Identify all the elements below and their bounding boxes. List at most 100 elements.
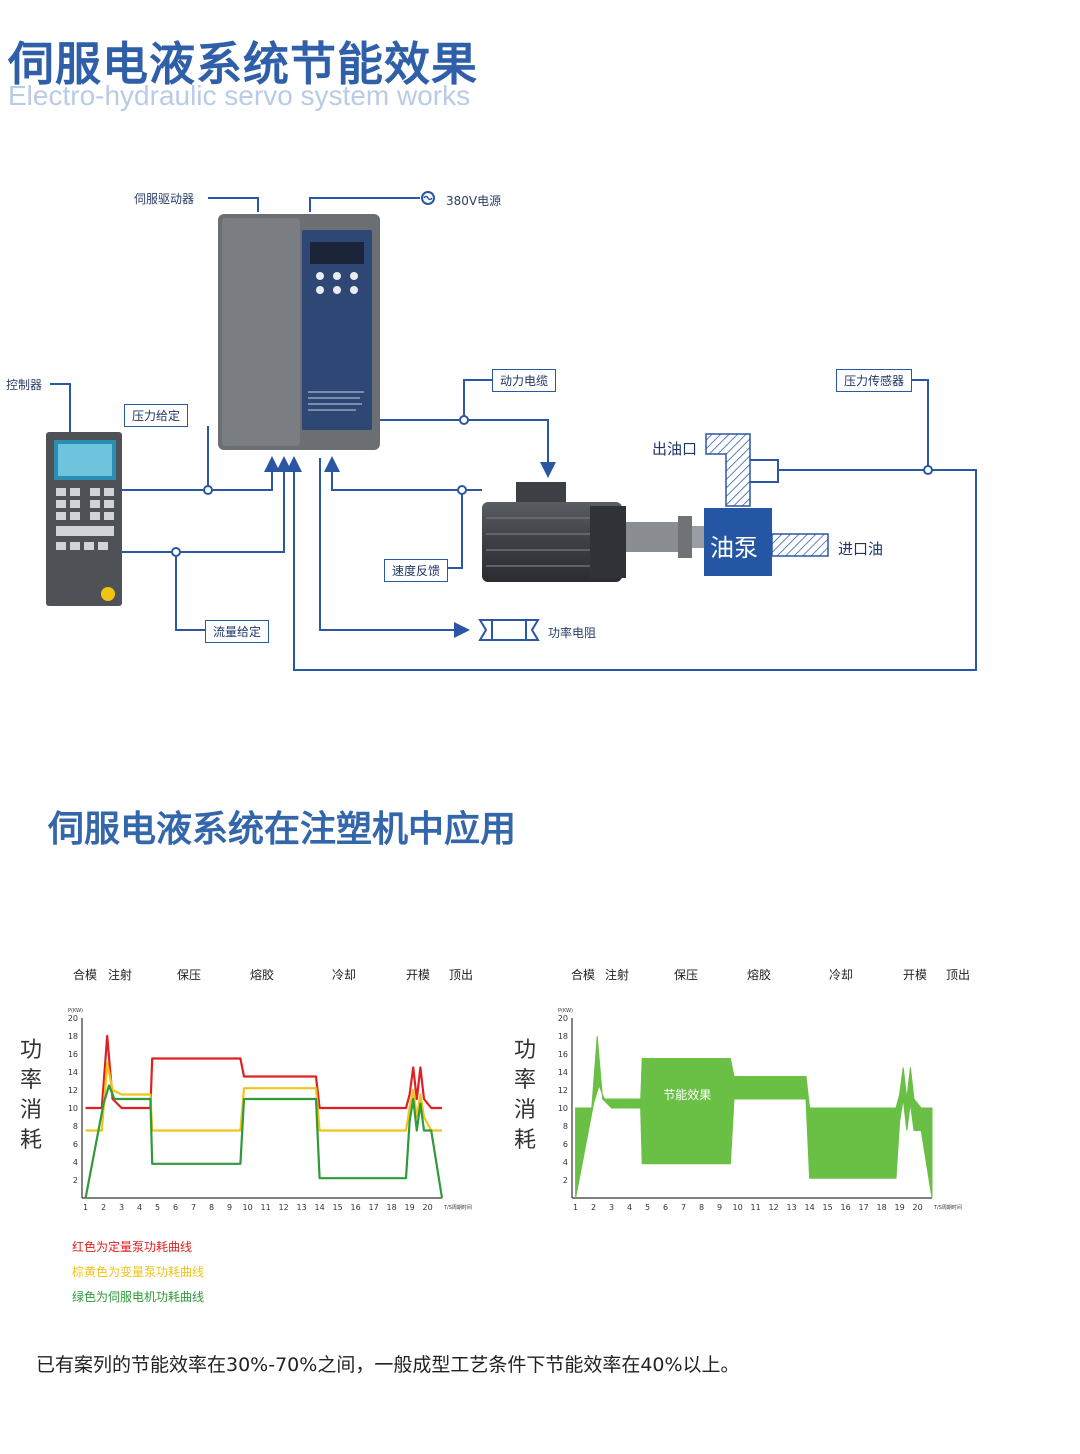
x-tick-label: 7	[681, 1203, 686, 1212]
x-unit-label: T/S周期时间	[443, 1204, 472, 1211]
phase-label: 合模	[571, 968, 596, 982]
x-tick-label: 6	[173, 1203, 178, 1212]
servo-motor	[482, 482, 706, 582]
x-tick-label: 4	[137, 1203, 142, 1212]
x-tick-label: 9	[717, 1203, 722, 1212]
phase-label: 保压	[674, 968, 699, 982]
legend-green: 绿色为伺服电机功耗曲线	[72, 1290, 205, 1304]
y-tick-label: 2	[73, 1176, 78, 1185]
ylabel-char: 耗	[19, 1128, 42, 1153]
phase-label: 顶出	[946, 968, 971, 982]
series-line	[85, 1061, 442, 1132]
power-cable-label: 动力电缆	[492, 369, 557, 392]
oil-inlet-label: 进口油	[838, 540, 884, 558]
x-tick-label: 8	[209, 1203, 214, 1212]
ylabel-char: 率	[19, 1068, 42, 1093]
phase-label: 开模	[903, 968, 928, 982]
x-tick-label: 12	[769, 1203, 779, 1212]
x-tick-label: 19	[895, 1203, 905, 1212]
y-unit-label: P(KW)	[558, 1008, 573, 1014]
x-tick-label: 15	[823, 1203, 833, 1212]
controller-panel	[46, 432, 122, 606]
x-tick-label: 13	[787, 1203, 797, 1212]
phase-label: 注射	[605, 968, 630, 982]
y-tick-label: 12	[68, 1086, 78, 1095]
phase-label: 冷却	[829, 968, 854, 982]
series-line	[85, 1034, 442, 1110]
x-tick-label: 7	[191, 1203, 196, 1212]
y-tick-label: 14	[68, 1068, 78, 1077]
brake-resistor-label: 功率电阻	[548, 626, 597, 640]
x-tick-label: 6	[663, 1203, 668, 1212]
savings-area	[575, 1035, 933, 1199]
y-tick-label: 18	[68, 1032, 78, 1041]
chart2-ylabel: 功 率 消 耗	[510, 1036, 540, 1156]
phase-label: 保压	[177, 968, 202, 982]
page-subtitle: Electro-hydraulic servo system works	[8, 80, 471, 111]
y-tick-label: 4	[73, 1158, 78, 1167]
x-tick-label: 16	[351, 1203, 361, 1212]
ylabel-char: 功	[513, 1038, 536, 1063]
y-tick-label: 12	[558, 1086, 568, 1095]
y-tick-label: 10	[68, 1104, 78, 1113]
y-tick-label: 2	[563, 1176, 568, 1185]
y-tick-label: 8	[563, 1122, 568, 1131]
x-tick-label: 8	[699, 1203, 704, 1212]
power-supply-label: 380V电源	[446, 194, 502, 208]
phase-label: 顶出	[449, 968, 474, 982]
legend-yellow: 棕黄色为变量泵功耗曲线	[72, 1265, 205, 1279]
servo-driver-unit	[218, 214, 380, 450]
y-tick-label: 16	[558, 1050, 568, 1059]
x-tick-label: 13	[297, 1203, 307, 1212]
x-tick-label: 3	[609, 1203, 614, 1212]
footer-note: 已有案列的节能效率在30%-70%之间，一般成型工艺条件下节能效率在40%以上。	[36, 1354, 740, 1376]
x-tick-label: 4	[627, 1203, 632, 1212]
ylabel-char: 消	[19, 1098, 42, 1123]
phase-label: 冷却	[332, 968, 357, 982]
x-tick-label: 18	[877, 1203, 887, 1212]
x-tick-label: 14	[315, 1203, 325, 1212]
oil-pump-label: 油泵	[710, 534, 758, 562]
x-tick-label: 11	[261, 1203, 271, 1212]
savings-annotation: 节能效果	[663, 1087, 711, 1102]
y-tick-label: 6	[73, 1140, 78, 1149]
pressure-sensor-label: 压力传感器	[836, 369, 913, 392]
y-tick-label: 10	[558, 1104, 568, 1113]
x-tick-label: 17	[369, 1203, 379, 1212]
x-tick-label: 14	[805, 1203, 815, 1212]
x-tick-label: 19	[405, 1203, 415, 1212]
chart1-ylabel: 功 率 消 耗	[16, 1036, 46, 1156]
x-tick-label: 17	[859, 1203, 869, 1212]
phase-label: 注射	[108, 968, 133, 982]
pressure-set-label: 压力给定	[124, 404, 189, 427]
y-tick-label: 16	[68, 1050, 78, 1059]
x-tick-label: 5	[645, 1203, 650, 1212]
x-tick-label: 12	[279, 1203, 289, 1212]
x-tick-label: 20	[913, 1203, 923, 1212]
y-unit-label: P(KW)	[68, 1008, 83, 1014]
flow-set-label: 流量给定	[205, 620, 270, 643]
series-line	[84, 1084, 444, 1199]
x-tick-label: 10	[733, 1203, 743, 1212]
y-tick-label: 4	[563, 1158, 568, 1167]
x-tick-label: 16	[841, 1203, 851, 1212]
y-tick-label: 20	[558, 1014, 568, 1023]
section-title: 伺服电液系统在注塑机中应用	[48, 809, 517, 850]
x-unit-label: T/S周期时间	[933, 1204, 962, 1211]
x-tick-label: 1	[573, 1203, 578, 1212]
system-diagram	[46, 191, 977, 671]
x-tick-label: 2	[101, 1203, 106, 1212]
phase-label: 合模	[73, 968, 98, 982]
x-tick-label: 1	[83, 1203, 88, 1212]
y-tick-label: 14	[558, 1068, 568, 1077]
x-tick-label: 3	[119, 1203, 124, 1212]
servo-driver-label: 伺服驱动器	[134, 192, 195, 206]
x-tick-label: 18	[387, 1203, 397, 1212]
brake-resistor	[478, 619, 540, 641]
x-tick-label: 5	[155, 1203, 160, 1212]
x-tick-label: 9	[227, 1203, 232, 1212]
phase-label: 熔胶	[250, 968, 275, 982]
phase-label: 熔胶	[747, 968, 772, 982]
